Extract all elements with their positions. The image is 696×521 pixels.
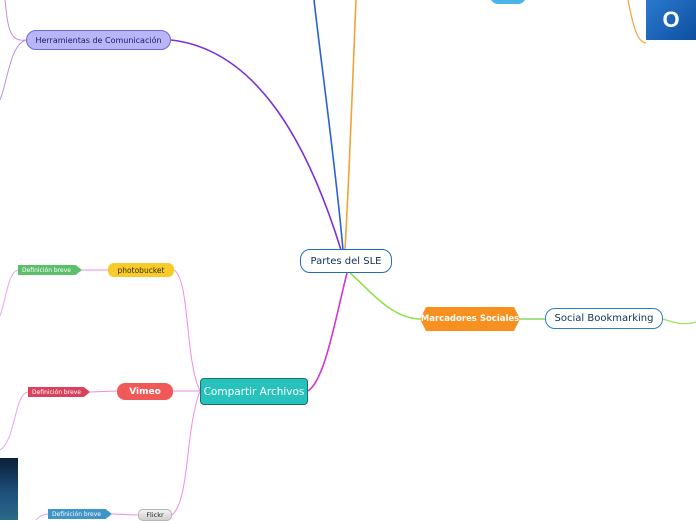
connector-compartir-flickr <box>171 390 201 516</box>
connector-root-marcadores <box>349 272 421 320</box>
connector-root-blue <box>313 0 344 251</box>
herramientas-node-label: Herramientas de Comunicación <box>35 35 162 45</box>
definicion-label: Definición breve <box>22 266 71 274</box>
definicion-vimeo-node[interactable]: Definición breve <box>28 387 90 397</box>
root-node-label: Partes del SLE <box>310 255 382 267</box>
photo-thumbnail <box>0 458 18 520</box>
photobucket-node[interactable]: photobucket <box>108 263 174 277</box>
compartir-node[interactable]: Compartir Archivos <box>200 378 308 405</box>
definicion-label: Definición breve <box>52 510 101 518</box>
definicion-label: Definición breve <box>32 388 81 396</box>
flickr-label: Flickr <box>146 511 164 519</box>
connector-def3-left <box>35 513 49 520</box>
connector-outlook <box>627 0 647 44</box>
compartir-node-label: Compartir Archivos <box>203 385 305 398</box>
connector-root-orange <box>344 0 357 251</box>
social-bookmarking-label: Social Bookmarking <box>554 313 654 324</box>
herramientas-node[interactable]: Herramientas de Comunicación <box>26 30 171 50</box>
connector-root-herramientas <box>170 39 342 251</box>
connector-social-right <box>662 318 696 325</box>
root-node[interactable]: Partes del SLE <box>300 249 392 273</box>
top-partial-node[interactable] <box>490 0 526 4</box>
definicion-photobucket-node[interactable]: Definición breve <box>18 265 82 275</box>
connector-def1-left <box>0 269 19 317</box>
connector-def2-left <box>0 391 29 451</box>
outlook-icon: O <box>646 0 696 40</box>
social-bookmarking-node[interactable]: Social Bookmarking <box>545 308 663 329</box>
connector-flickr-def <box>111 513 139 516</box>
marcadores-node[interactable]: Marcadores Sociales <box>420 307 520 331</box>
definicion-flickr-node[interactable]: Definición breve <box>48 509 112 519</box>
outlook-glyph: O <box>662 7 680 32</box>
connector-herramientas-left <box>0 0 27 101</box>
connector-vimeo-def <box>89 390 118 393</box>
connector-compartir-photobucket <box>173 269 201 392</box>
vimeo-node[interactable]: Vimeo <box>117 383 173 400</box>
photobucket-label: photobucket <box>117 265 165 275</box>
connector-root-compartir <box>307 272 348 392</box>
flickr-node[interactable]: Flickr <box>138 509 172 521</box>
vimeo-label: Vimeo <box>129 386 161 397</box>
marcadores-node-label: Marcadores Sociales <box>420 314 520 324</box>
